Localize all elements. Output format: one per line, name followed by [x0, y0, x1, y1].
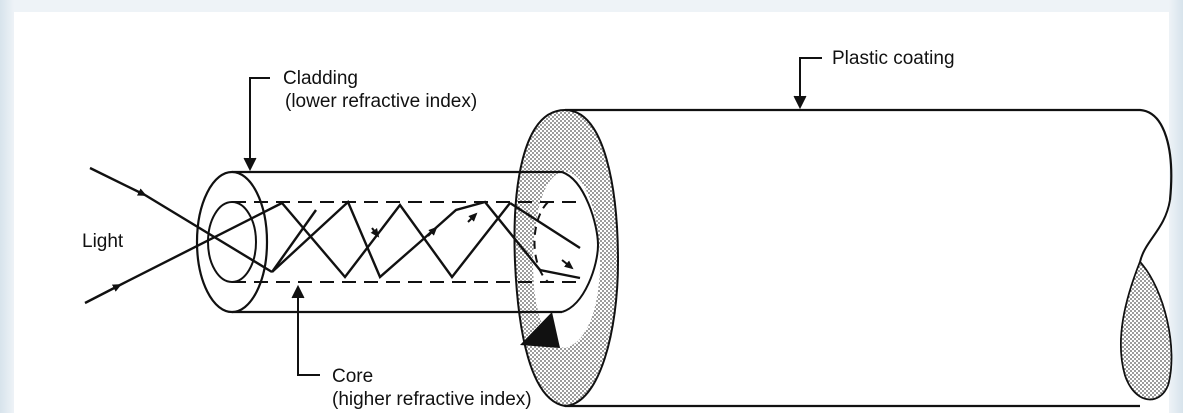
incoming-ray-1-continued: [144, 193, 273, 274]
cladding-leader: [249, 77, 270, 168]
core-leader: [297, 288, 320, 376]
core-front-face: [207, 201, 257, 283]
incoming-ray-1: [89, 166, 147, 197]
light-rays: [84, 166, 581, 305]
ray-path-b: [281, 202, 511, 279]
plastic-coating-label: Plastic coating: [832, 48, 955, 69]
incoming-ray-2-continued: [119, 201, 283, 287]
plastic-coating-inner-opening: [533, 172, 600, 348]
ray-arrow-4: [561, 259, 574, 270]
plastic-coating-leader-arrow: [793, 95, 807, 110]
plastic-coating-leader: [799, 57, 822, 106]
core-right-end-dashed: [533, 201, 549, 283]
ray-path-d: [271, 199, 581, 280]
incoming-ray-2: [84, 283, 122, 305]
core-leader-arrow: [291, 284, 305, 299]
light-label: Light: [82, 231, 124, 252]
cladding-label: Cladding: [283, 68, 358, 89]
core: [232, 201, 580, 283]
cladding-note: (lower refractive index): [285, 91, 477, 112]
cladding-tube: [195, 170, 600, 314]
ray-arrow-1: [370, 227, 380, 238]
core-note: (higher refractive index): [332, 389, 532, 410]
cladding-leader-arrow: [243, 157, 257, 172]
plastic-coating-shadow: [520, 312, 560, 348]
ray-arrow-2: [427, 226, 438, 237]
plastic-coating-top-edge: [565, 108, 1173, 201]
plastic-coating-cut-section: [1120, 260, 1173, 401]
ray-path-e: [509, 201, 581, 250]
cladding-right-end: [561, 171, 600, 313]
leaders: [243, 57, 822, 376]
core-label: Core: [332, 366, 373, 387]
plastic-coating: [513, 108, 1173, 408]
ray-arrow-3: [467, 212, 478, 223]
ray-path-a: [271, 209, 317, 273]
